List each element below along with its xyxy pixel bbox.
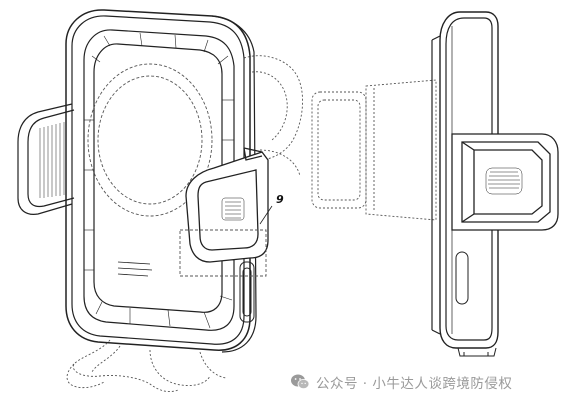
watermark: 公众号 · 小牛达人谈跨境防侵权 bbox=[290, 370, 512, 394]
side-housing bbox=[431, 11, 499, 349]
charging-coil-outline bbox=[87, 63, 213, 217]
side-view-button bbox=[455, 251, 469, 305]
right-clamp-arm bbox=[185, 147, 269, 263]
phantom-rear-mount bbox=[243, 55, 304, 177]
side-button-slot bbox=[239, 261, 255, 323]
main-housing bbox=[65, 9, 257, 353]
left-clamp-arm bbox=[17, 103, 75, 215]
right-clamp-grip-pad bbox=[221, 197, 245, 221]
reference-numeral: 9 bbox=[276, 193, 284, 206]
left-clamp-grip-texture bbox=[39, 122, 65, 198]
side-view bbox=[311, 11, 559, 357]
watermark-text: 公众号 · 小牛达人谈跨境防侵权 bbox=[316, 376, 513, 392]
reference-leader-line bbox=[259, 205, 273, 225]
phantom-side-mount bbox=[311, 79, 437, 221]
side-view-clamp-arm bbox=[451, 133, 559, 231]
wechat-icon bbox=[291, 374, 310, 389]
phantom-vent-clip bbox=[66, 339, 227, 393]
front-perspective-view bbox=[17, 9, 304, 393]
bottom-vent-slots bbox=[117, 261, 153, 277]
side-view-base bbox=[457, 347, 497, 357]
side-clamp-grip-pad bbox=[485, 167, 523, 195]
detail-region-box bbox=[179, 229, 267, 277]
